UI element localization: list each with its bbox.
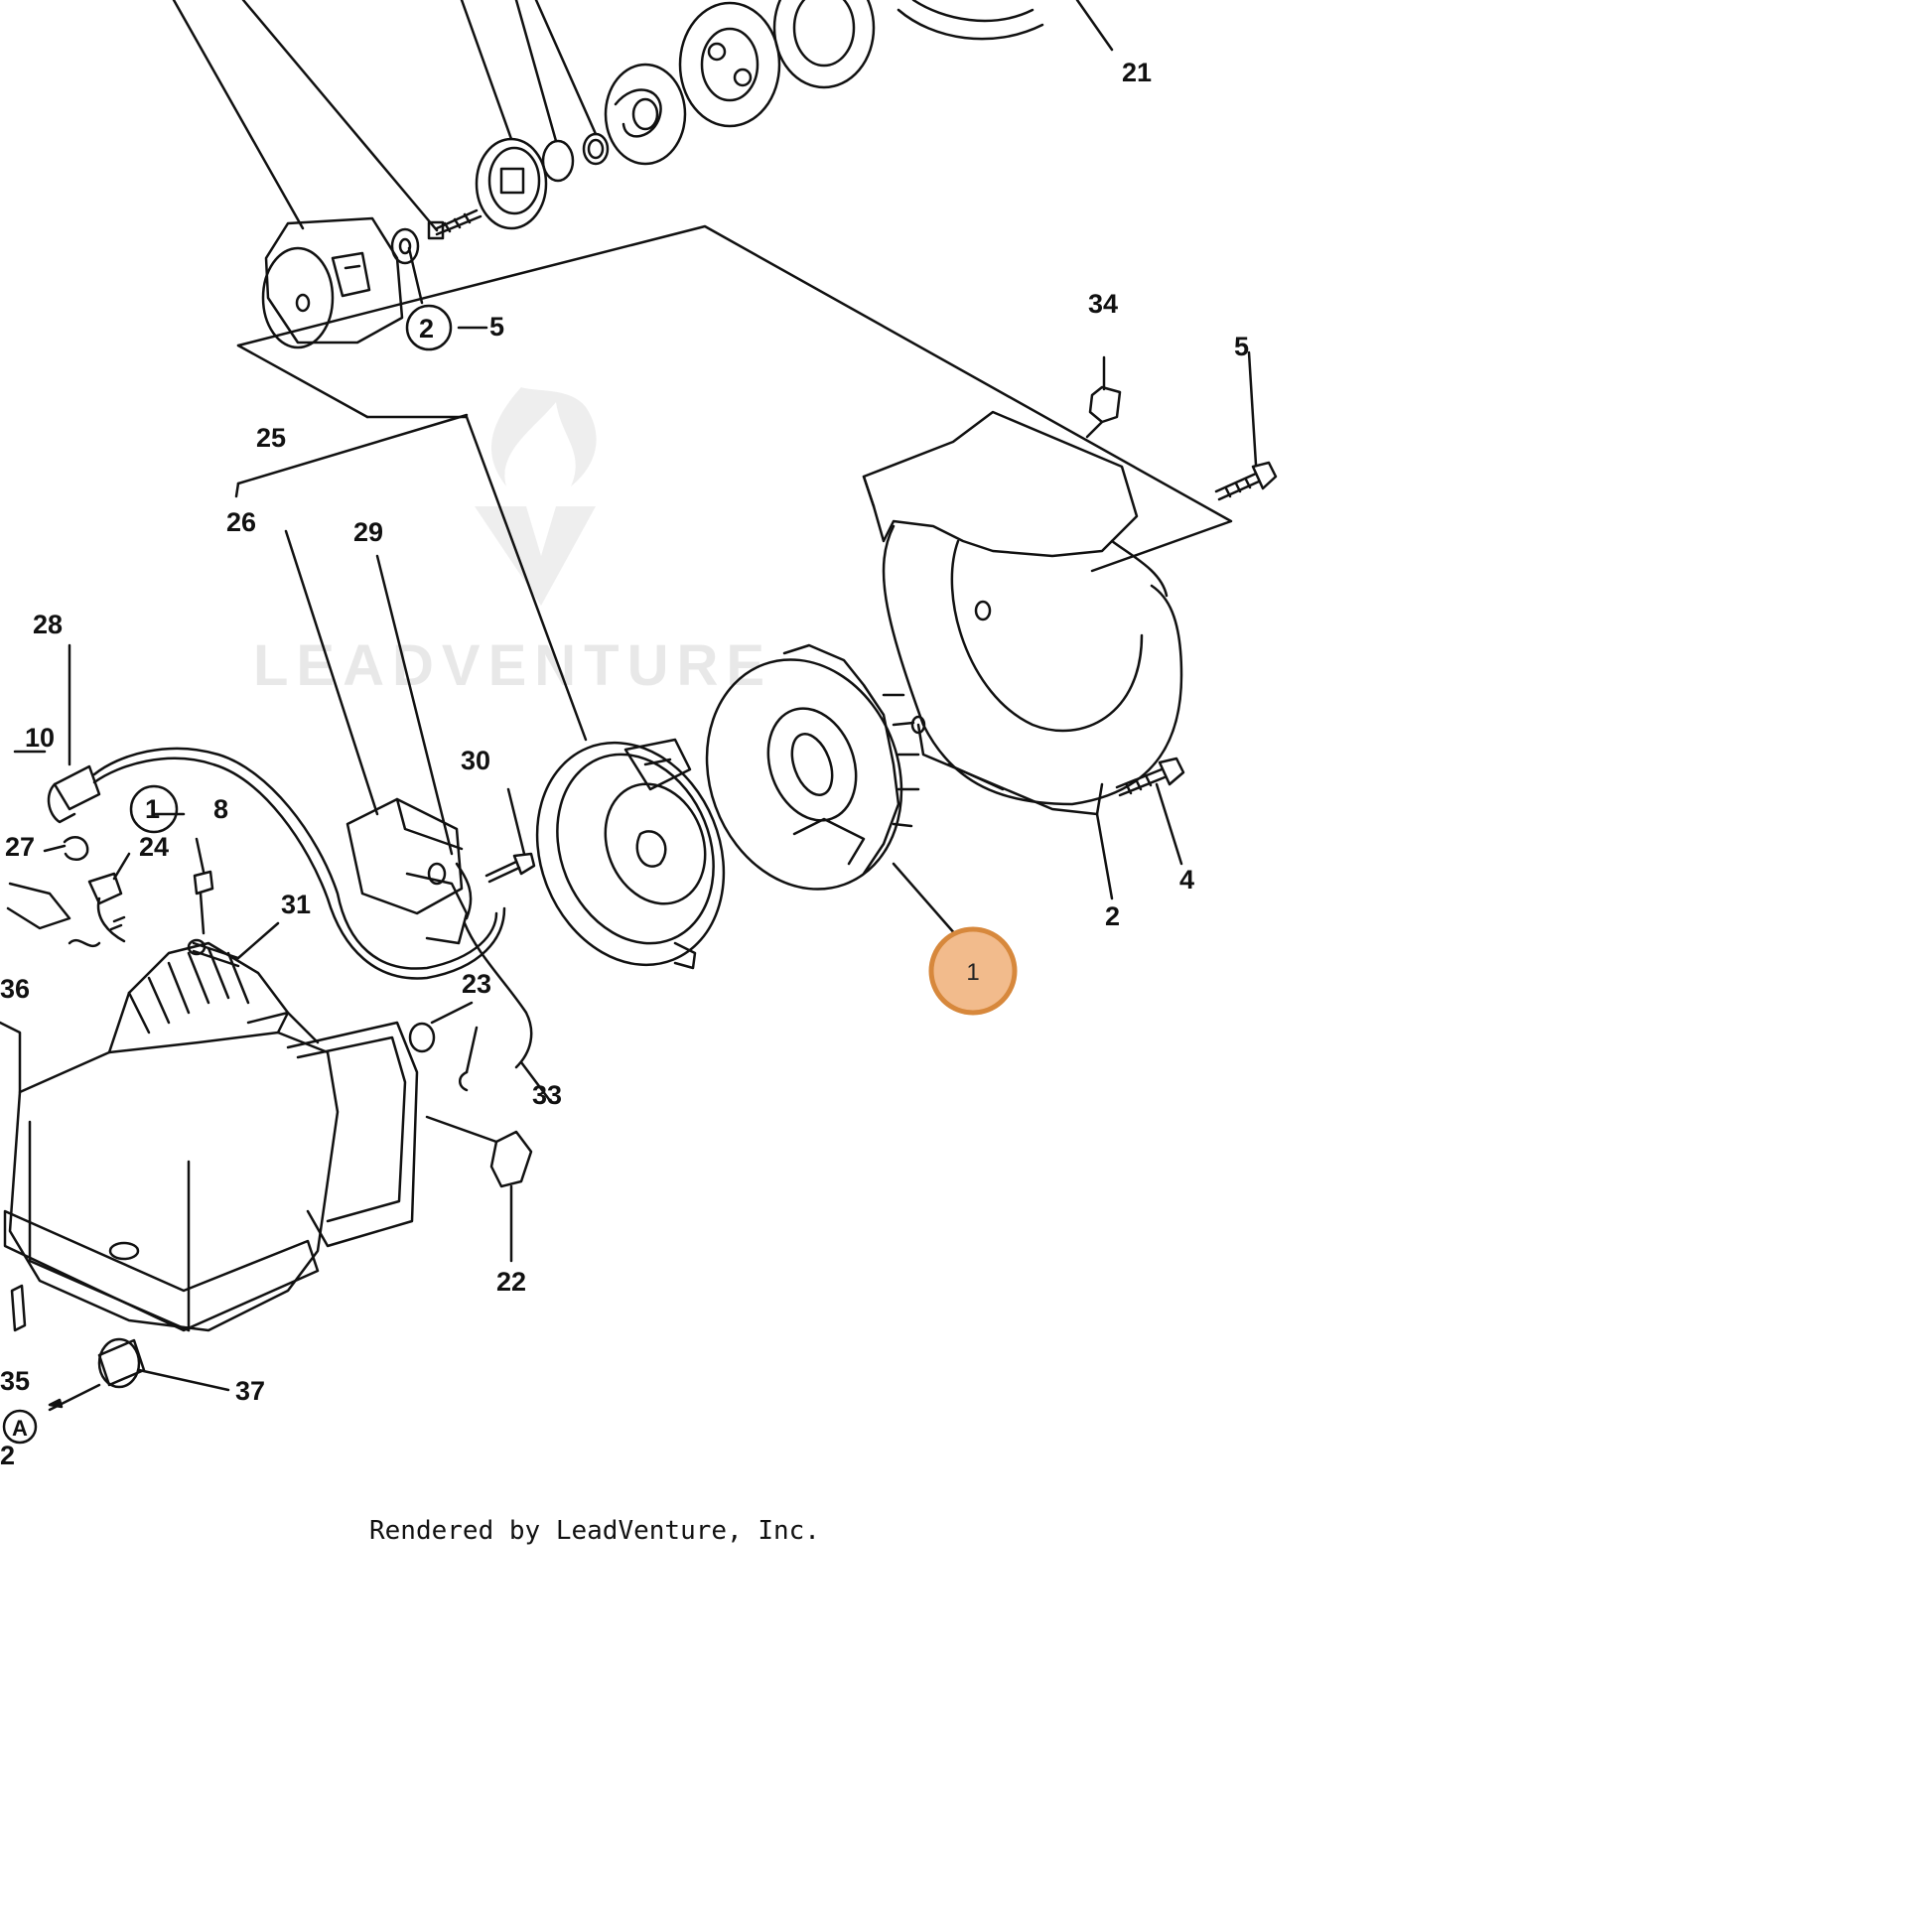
flywheel-part [535, 738, 726, 970]
callout-36: 36 [0, 974, 30, 1004]
callout-5-right: 5 [1234, 332, 1249, 361]
clip-27-part [43, 836, 89, 861]
stop-switch-part [425, 1115, 533, 1263]
fan-part [705, 643, 920, 891]
callout-34: 34 [1088, 289, 1118, 319]
bolt-right-part [1115, 757, 1185, 866]
tab-clip-part [1085, 355, 1122, 439]
watermark-text: LEADVENTURE [253, 633, 772, 698]
bolt-top-right-part [1214, 350, 1278, 501]
callout-24: 24 [139, 832, 169, 862]
pin-31-part [187, 921, 280, 968]
callout-26: 26 [226, 507, 256, 537]
callout-A-circled: A [12, 1416, 28, 1441]
callout-23: 23 [462, 969, 491, 999]
callout-21: 21 [1122, 58, 1152, 87]
callout-37: 37 [235, 1376, 265, 1406]
callout-2-bottom-left: 2 [0, 1441, 15, 1470]
callout-35: 35 [0, 1366, 30, 1396]
bolt-30-part [484, 787, 536, 884]
callout-33: 33 [532, 1080, 562, 1110]
callout-28: 28 [33, 610, 63, 639]
bolt-8-part [193, 837, 214, 935]
callout-27: 27 [5, 832, 35, 862]
starter-case-part [772, 0, 1044, 89]
engine-block-part [3, 941, 419, 1332]
callout-2-circled: 2 [419, 314, 434, 344]
spark-plug-wire-part [47, 747, 506, 980]
blower-housing-part [862, 410, 1183, 816]
circle-A-marker [2, 1409, 38, 1445]
callout-4: 4 [1179, 865, 1194, 895]
callout-31: 31 [281, 890, 311, 919]
gauge-35-part [10, 1284, 27, 1332]
reel-part [678, 1, 781, 128]
breather-part [87, 852, 131, 943]
highlight-label: 1 [966, 959, 979, 986]
callout-2-housing: 2 [1105, 901, 1120, 931]
highlight-marker[interactable]: 1 [928, 926, 1018, 1016]
callout-labels: 21 2 5 34 5 25 26 29 28 10 30 1 8 27 24 … [0, 58, 1249, 1470]
callout-8: 8 [213, 794, 228, 824]
callout-22: 22 [496, 1267, 526, 1297]
callout-25: 25 [256, 423, 286, 453]
ratchet-part [604, 63, 687, 166]
callout-30: 30 [461, 746, 490, 775]
leadventure-watermark: LEADVENTURE [253, 387, 772, 698]
ignition-coil-part [345, 797, 473, 945]
callout-29: 29 [353, 517, 383, 547]
flame-logo-icon [491, 387, 597, 486]
spring-part [541, 132, 610, 183]
pulley-part [475, 137, 548, 230]
callout-10: 10 [25, 723, 55, 753]
bolt-part [390, 208, 483, 265]
credit-text: Rendered by LeadVenture, Inc. [369, 1516, 820, 1546]
callout-5-left: 5 [489, 312, 504, 342]
drain-plug-part [48, 1337, 230, 1412]
circle-2-marker [405, 304, 453, 351]
callout-1-circled: 1 [145, 794, 160, 824]
starter-cover-part [261, 216, 404, 349]
circle-1-marker [129, 784, 179, 834]
